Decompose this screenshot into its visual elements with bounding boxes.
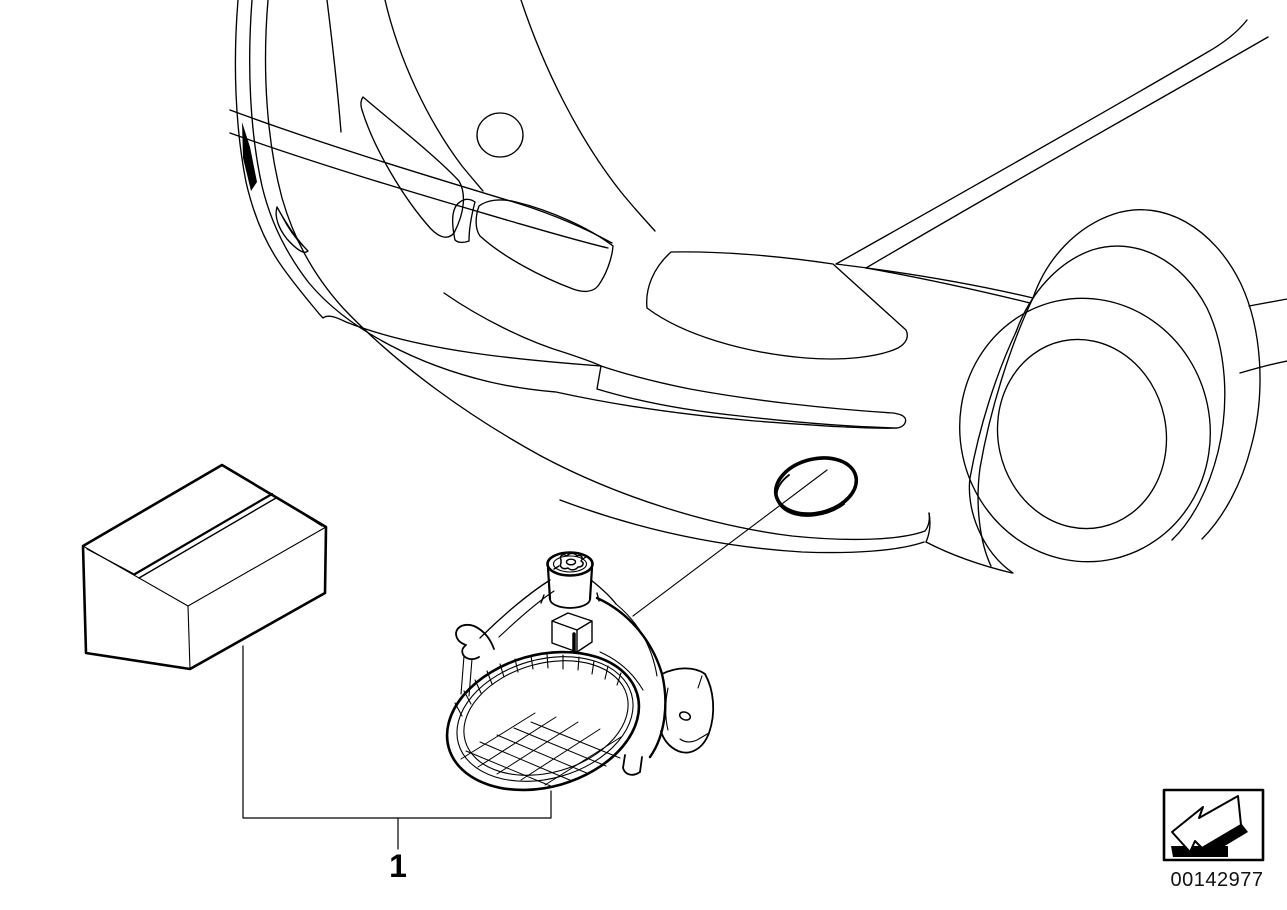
housing-inner-edge	[615, 603, 658, 677]
bumper-top-line	[443, 292, 602, 367]
fog-light-opening	[773, 456, 859, 517]
bumper-corner-diagonal	[925, 541, 1013, 574]
support-arm-inner	[498, 590, 555, 638]
retrofit-kit-box	[81, 463, 328, 671]
callout-bracket	[242, 645, 552, 850]
tire	[959, 297, 1211, 563]
box-tape-seam	[133, 492, 274, 576]
bumper-corner-edge	[925, 512, 931, 543]
mounting-bracket	[660, 667, 715, 754]
box-flap-lines	[86, 496, 323, 575]
retaining-clip	[455, 623, 495, 697]
fender-crease-leaf-inner	[281, 215, 304, 247]
leader-lines	[242, 469, 828, 850]
car-front-end	[229, 0, 1287, 574]
fog-opening-rim	[773, 456, 859, 516]
fog-light-assembly	[445, 551, 715, 792]
body-left-edge-3	[264, 0, 931, 541]
box-inner-edges	[82, 526, 327, 670]
screw-head-rim	[546, 551, 594, 577]
cowl-seam-detail	[242, 122, 257, 191]
bracket-outline	[660, 667, 715, 754]
fender-top-line-1	[835, 263, 1034, 299]
doc-number: 00142977	[1171, 869, 1264, 891]
hood-line-3	[326, 0, 342, 133]
door-line-1	[1248, 298, 1287, 307]
arrow-shadow-bar	[1201, 823, 1248, 856]
hood-line-4	[384, 0, 484, 192]
lens-radial-ticks	[454, 653, 622, 717]
air-intake-slot	[596, 365, 907, 429]
fender-front-edge	[977, 297, 1034, 567]
box-tape-seam-2	[138, 497, 277, 579]
support-arm-outer	[479, 579, 551, 639]
bumper-underside	[559, 499, 925, 554]
far-headlight	[360, 96, 465, 238]
screw-barrel-base	[549, 598, 591, 609]
body-left-edge-1	[234, 0, 602, 367]
lens-outer-rim	[445, 650, 641, 792]
front-wheel	[959, 209, 1261, 574]
wheel-arch-outer	[1032, 209, 1261, 540]
screw-torx-socket	[559, 552, 584, 571]
arrow-down-left-icon	[1171, 795, 1248, 857]
callout-1-label: 1	[389, 848, 407, 884]
bracket-notch	[679, 675, 710, 743]
clip-stems	[460, 655, 473, 697]
lens-rim-ring-3	[463, 660, 629, 776]
arrow-body	[1171, 795, 1242, 853]
clip-hook	[455, 623, 495, 661]
lens	[445, 650, 641, 792]
screw-head-inner	[552, 555, 588, 573]
fender-top-line-2	[865, 267, 1031, 304]
arch-lip-front-edge	[968, 331, 1017, 574]
screw-center	[565, 558, 577, 566]
a-pillar-line-2	[865, 36, 1269, 269]
washer-nozzle	[476, 112, 524, 158]
a-pillar-line-1	[835, 19, 1248, 265]
lens-crosshatch	[460, 712, 622, 788]
fender-crease-leaf	[275, 206, 309, 253]
stamp-border	[1162, 788, 1265, 862]
bracket-hole	[678, 711, 692, 721]
body-left-edge-2	[249, 0, 898, 429]
tab-outline	[551, 612, 593, 653]
door-line-2	[1239, 360, 1287, 374]
wheel-arch-inner	[1015, 245, 1226, 541]
hood-line-5	[520, 0, 656, 232]
adjustment-tab	[551, 612, 593, 654]
screw-spokes	[553, 555, 588, 570]
bottom-tab	[622, 754, 643, 776]
wheel-rim	[996, 338, 1168, 530]
kidney-grille-near	[475, 199, 614, 293]
hood-line-1	[229, 109, 613, 244]
housing-lens-join	[599, 651, 644, 691]
fog-opening-inner-arc	[775, 474, 845, 517]
near-headlight	[646, 251, 908, 360]
hood-line-2	[229, 132, 609, 249]
kidney-grille-far	[452, 198, 476, 244]
support-arm-right	[590, 579, 617, 605]
leader-lamp-to-opening	[632, 469, 828, 617]
direction-arrow-stamp	[1162, 788, 1265, 862]
bracket-inner-edge	[665, 687, 669, 731]
